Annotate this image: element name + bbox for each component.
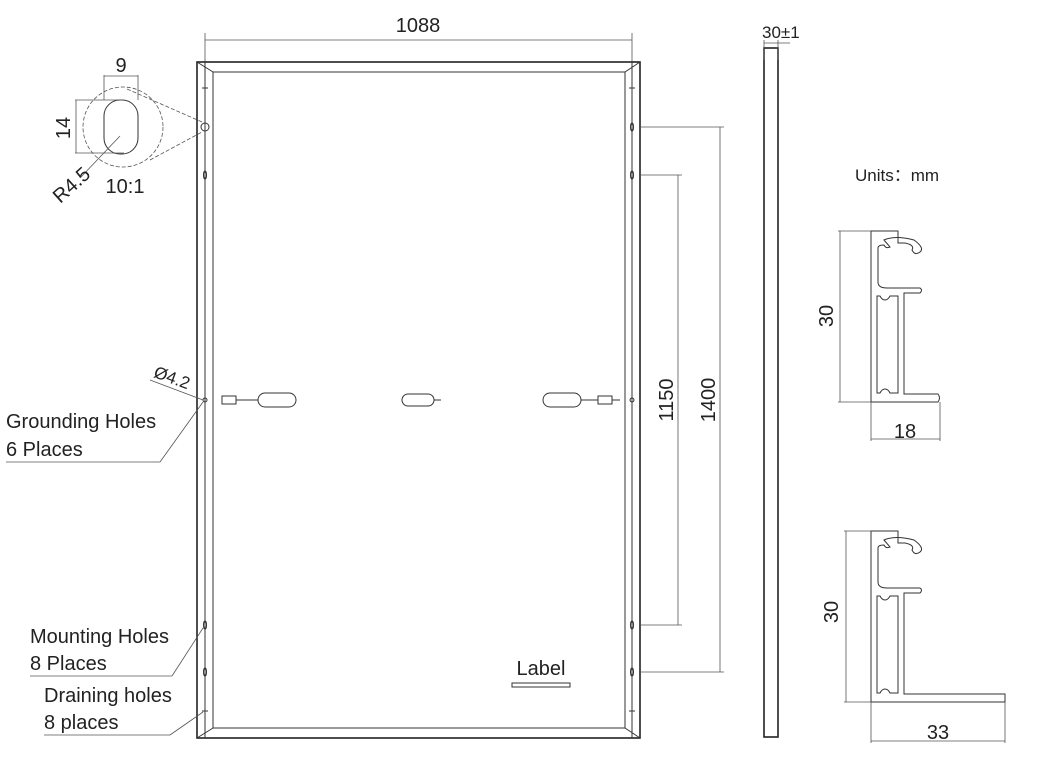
grounding-places-label: 6 Places [6,439,83,461]
callouts: Ø4.2 Grounding Holes 6 Places Mounting H… [6,363,571,736]
mounting-holes-label: Mounting Holes [30,626,169,648]
thickness-label: 30±1 [762,23,800,42]
frame-profile-1: 30 18 [816,230,941,443]
spacing-1400-label: 1400 [698,378,720,423]
profile-2-height-label: 30 [821,601,843,623]
side-view: 30±1 [762,23,800,738]
junction-boxes [221,392,620,408]
width-dimension: 1088 [204,15,633,64]
frame-profile-2: 30 33 [821,530,1006,744]
mounting-hole [630,122,634,132]
profile-1-height-label: 30 [816,305,838,327]
draining-places-label: 8 places [44,712,119,734]
profile-2-width-label: 33 [927,722,949,744]
slot-detail: 9 14 R4.5 10:1 [49,55,203,208]
draining-holes-label: Draining holes [44,685,172,707]
grounding-hole [629,397,635,403]
slot-height-label: 14 [53,117,75,139]
units-label: Units：mm [855,166,939,185]
mounting-hole [203,667,207,677]
panel-frame [196,61,641,739]
label-callout: Label [517,658,566,680]
slot-width-label: 9 [115,55,126,77]
mounting-hole [203,170,207,180]
grounding-holes-label: Grounding Holes [6,411,156,433]
hole-spacing-dimensions: 1150 1400 [640,126,724,673]
mounting-hole [203,620,207,630]
mounting-hole [630,170,634,180]
grounding-hole [200,122,210,132]
spacing-1150-label: 1150 [656,378,678,421]
holes [200,82,635,717]
mounting-hole [630,620,634,630]
profile-1-width-label: 18 [894,421,916,443]
mounting-hole [630,667,634,677]
mounting-places-label: 8 Places [30,653,107,675]
width-label: 1088 [396,15,441,37]
detail-scale-label: 10:1 [106,176,145,198]
